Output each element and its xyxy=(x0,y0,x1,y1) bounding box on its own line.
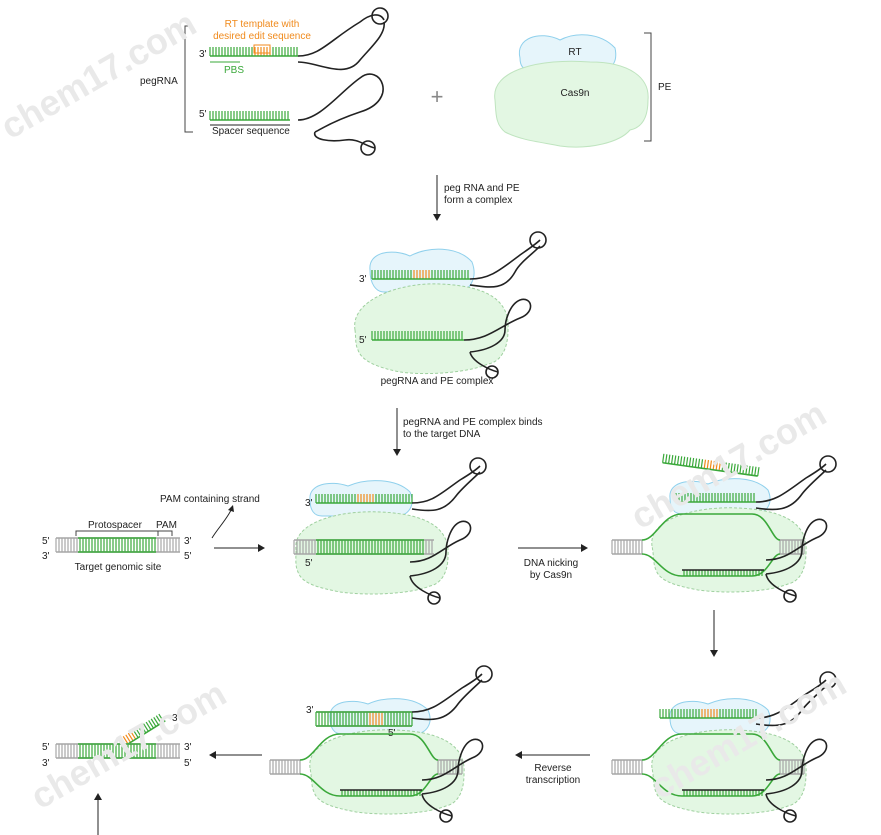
flap-five-prime-left: 5' xyxy=(42,742,50,753)
protospacer-bracket xyxy=(75,530,159,536)
bound-top-strand xyxy=(315,494,413,504)
pegrna-loop xyxy=(297,14,385,149)
target-dna: PAM containing strand Protospacer PAM 5'… xyxy=(42,494,260,573)
pegrna-top-strand xyxy=(209,47,298,57)
complex-cas9n-shape xyxy=(354,283,509,375)
spacer-label: Spacer sequence xyxy=(212,126,290,137)
primed-top-strand xyxy=(659,709,757,719)
watermark-4: chem17.com xyxy=(24,672,233,817)
extended-rt-shape xyxy=(329,698,431,735)
nicked-complex xyxy=(611,453,837,603)
primed-loop-head xyxy=(819,671,837,689)
flap-product: 3' 5' 3' 3' 5' xyxy=(42,713,192,769)
pe-bracket xyxy=(644,32,652,142)
pegrna-bottom-head xyxy=(360,140,376,156)
primed-loop xyxy=(755,679,828,817)
nicked-to-primed-arrow xyxy=(710,610,718,657)
pegrna-label: pegRNA xyxy=(140,76,178,87)
complex-caption: pegRNA and PE complex xyxy=(381,376,494,387)
bound-duplex xyxy=(293,539,434,555)
flap-duplex xyxy=(55,743,180,759)
extended-loop xyxy=(411,673,484,817)
flap-three-prime-right: 3' xyxy=(184,742,192,753)
nicked-loop xyxy=(755,463,828,597)
nicked-loop-head xyxy=(819,455,837,473)
bound-loop-head xyxy=(469,457,487,475)
spacer-strand xyxy=(209,111,290,121)
cas9n-shape xyxy=(494,60,649,148)
complex-spacer-strand xyxy=(371,331,464,341)
nicked-bottom-head xyxy=(783,589,797,603)
extended-loop-head xyxy=(475,665,493,683)
target-to-bound-arrow xyxy=(214,544,265,552)
target-three-prime-right: 3' xyxy=(184,536,192,547)
extended-bottom-head xyxy=(439,809,453,823)
pegrna-bracket xyxy=(184,25,193,133)
extended-three-prime: 3' xyxy=(306,705,314,716)
primed-bottom-head xyxy=(783,809,797,823)
bound-loop xyxy=(409,465,481,599)
flap-three-prime: 3' xyxy=(172,713,180,724)
extended-complex: 3' 5' xyxy=(269,665,493,823)
primed-dna xyxy=(611,733,805,797)
complex-three-prime: 3' xyxy=(359,274,367,285)
pe-label: PE xyxy=(658,82,672,93)
pbs-label: PBS xyxy=(224,65,244,76)
target-five-prime-left: 5' xyxy=(42,536,50,547)
pam-strand-label: PAM containing strand xyxy=(160,494,260,505)
nicked-top-strand xyxy=(675,493,756,503)
flap-strand xyxy=(122,713,166,745)
pegrna-pe-complex: 3' 5' pegRNA and PE complex xyxy=(354,231,547,387)
target-three-prime-left: 3' xyxy=(42,551,50,562)
pam-strand-arrow xyxy=(211,507,233,539)
target-caption: Target genomic site xyxy=(75,562,162,573)
complex-rt-shape xyxy=(369,248,475,293)
bottom-up-arrow xyxy=(94,793,102,835)
complex-loop-head xyxy=(529,231,547,249)
complex-bottom-head xyxy=(485,365,499,379)
five-prime-label: 5' xyxy=(199,109,207,120)
bound-five-prime: 5' xyxy=(305,558,313,569)
bound-bottom-head xyxy=(427,591,441,605)
pam-label: PAM xyxy=(156,520,177,531)
rt-label: RT xyxy=(568,47,581,58)
extended-to-flap-arrow xyxy=(209,751,262,759)
primed-complex xyxy=(611,671,837,823)
pegrna-loop-head xyxy=(371,7,389,25)
complex-five-prime: 5' xyxy=(359,335,367,346)
protospacer-label: Protospacer xyxy=(88,520,143,531)
bound-complex: 3' 5' xyxy=(293,457,487,605)
nicked-rt-shape xyxy=(669,478,771,515)
nicked-displaced-pegrna xyxy=(662,453,760,477)
extended-rna-dna-duplex xyxy=(315,711,413,727)
watermark-1: chem17.com xyxy=(0,2,203,147)
target-duplex xyxy=(55,537,180,553)
flap-five-prime-right: 5' xyxy=(184,758,192,769)
target-five-prime-right: 5' xyxy=(184,551,192,562)
pam-bracket xyxy=(157,530,173,536)
plus-sign: + xyxy=(431,84,444,109)
cas9n-label: Cas9n xyxy=(561,88,590,99)
three-prime-label: 3' xyxy=(199,49,207,60)
complex-loop xyxy=(463,239,541,373)
bound-three-prime: 3' xyxy=(305,498,313,509)
complex-top-strand xyxy=(371,270,470,280)
flap-three-prime-left: 3' xyxy=(42,758,50,769)
